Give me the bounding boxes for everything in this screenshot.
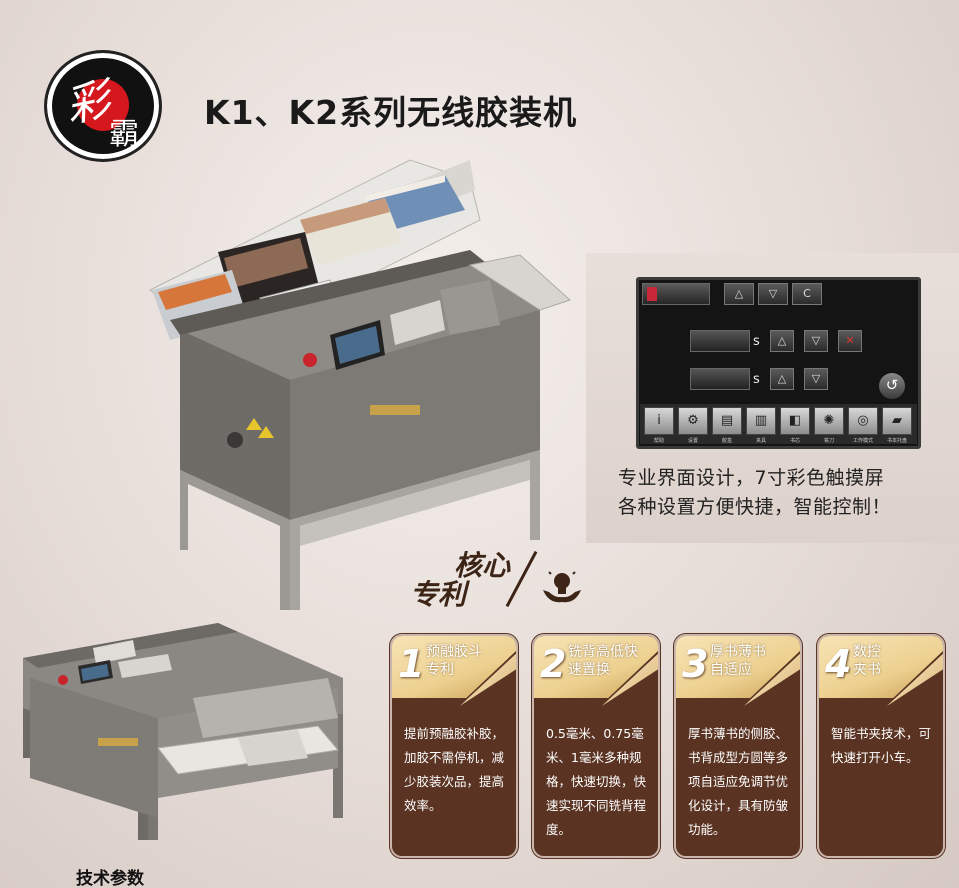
book-core-icon[interactable]: ◧	[780, 407, 810, 435]
feature-body-4: 智能书夹技术，可快速打开小车。	[831, 726, 932, 765]
time1-down-button[interactable]: ▽	[804, 330, 828, 352]
time2-down-button[interactable]: ▽	[804, 368, 828, 390]
logo-brush-icon: 彩	[61, 73, 115, 133]
feature-card-3: 3 厚书薄书 自适应 厚书薄书的侧胶、书背成型方圆等多项自适应免调节优化设计，具…	[674, 634, 802, 858]
toolbar-label-core: 书芯	[789, 438, 800, 444]
feature-number-2: 2	[540, 642, 567, 686]
screen-caption-line1: 专业界面设计，7寸彩色触摸屏	[618, 467, 885, 489]
screen-down-button[interactable]: ▽	[758, 283, 788, 305]
help-icon[interactable]: i	[644, 407, 674, 435]
feature-title-3: 厚书薄书 自适应	[710, 643, 766, 679]
logo-seal-icon: 霸	[109, 117, 139, 152]
feature-title-4-line1: 数控	[853, 644, 881, 660]
glue-tank-icon[interactable]: ▤	[712, 407, 742, 435]
screen-up-button[interactable]: △	[724, 283, 754, 305]
disable-toggle-icon[interactable]: ✕	[838, 330, 862, 352]
toolbar-label-mode: 工作模式	[852, 438, 873, 444]
feature-title-2-line2: 速置换	[568, 662, 610, 678]
feature-title-4-line2: 夹书	[853, 662, 881, 678]
feature-title-3-line2: 自适应	[710, 662, 752, 678]
screen-caption-line2: 各种设置方便快捷，智能控制！	[618, 496, 892, 518]
work-mode-icon[interactable]: ◎	[848, 407, 878, 435]
brand-logo: 彩 霸	[44, 50, 162, 162]
logo-sun-icon	[77, 79, 129, 131]
book-tray-icon[interactable]: ▰	[882, 407, 912, 435]
toolbar-label-help: 帮助	[653, 438, 664, 444]
feature-number-3: 3	[682, 642, 709, 686]
feature-card-1: 1 预融胶斗 专利 提前预融胶补胶，加胶不需停机，减少胶装次品，提高效率。	[390, 634, 518, 858]
time-field-2[interactable]	[690, 368, 750, 390]
feature-body-3: 厚书薄书的侧胶、书背成型方圆等多项自适应免调节优化设计，具有防皱功能。	[688, 726, 789, 837]
feature-number-4: 4	[825, 642, 852, 686]
patent-badge-line1: 核心	[454, 549, 511, 582]
feature-card-4: 4 数控 夹书 智能书夹技术，可快速打开小车。	[817, 634, 945, 858]
feature-title-1-line2: 专利	[426, 662, 454, 678]
feature-title-3-line1: 厚书薄书	[710, 644, 766, 660]
settings-icon[interactable]: ⚙	[678, 407, 708, 435]
toolbar-label-mill: 铣刀	[823, 438, 834, 444]
clamp-icon[interactable]: ▥	[746, 407, 776, 435]
feature-title-1-line1: 预融胶斗	[426, 644, 482, 660]
time-unit-1: s	[753, 334, 760, 349]
toolbar-label-settings: 设置	[687, 438, 698, 444]
time2-up-button[interactable]: △	[770, 368, 794, 390]
time-field-1[interactable]	[690, 330, 750, 352]
binding-machine-side-image	[23, 623, 343, 840]
feature-card-2: 2 铣背高低快 速置换 0.5毫米、0.75毫米、1毫米多种规格，快速切换，快速…	[532, 634, 660, 858]
screen-status-field	[642, 283, 710, 305]
time-unit-2: s	[753, 372, 760, 387]
feature-body-2: 0.5毫米、0.75毫米、1毫米多种规格，快速切换，快速实现不同铣背程度。	[546, 726, 647, 837]
toolbar-label-clamp: 夹具	[755, 438, 766, 444]
back-arrow-icon[interactable]: ↺	[879, 373, 905, 399]
binding-machine-main-image	[149, 159, 571, 610]
feature-title-1: 预融胶斗 专利	[426, 643, 482, 679]
patent-badge-line2: 专利	[410, 578, 467, 611]
feature-title-4: 数控 夹书	[853, 643, 881, 679]
book-icon	[647, 287, 657, 301]
time1-up-button[interactable]: △	[770, 330, 794, 352]
page-title: K1、K2系列无线胶装机	[204, 93, 578, 132]
toolbar-label-tray: 书本托盘	[886, 438, 907, 444]
feature-body-1: 提前预融胶补胶，加胶不需停机，减少胶装次品，提高效率。	[404, 726, 505, 813]
feature-title-2-line1: 铣背高低快	[568, 644, 638, 660]
tech-spec-heading: 技术参数	[76, 869, 144, 888]
lightbulb-hands-icon	[543, 570, 581, 603]
feature-title-2: 铣背高低快 速置换	[568, 643, 638, 679]
feature-number-1: 1	[398, 642, 425, 686]
mill-icon[interactable]: ✺	[814, 407, 844, 435]
screen-clear-button[interactable]: C	[792, 283, 822, 305]
toolbar-label-glue: 胶盒	[721, 438, 732, 444]
